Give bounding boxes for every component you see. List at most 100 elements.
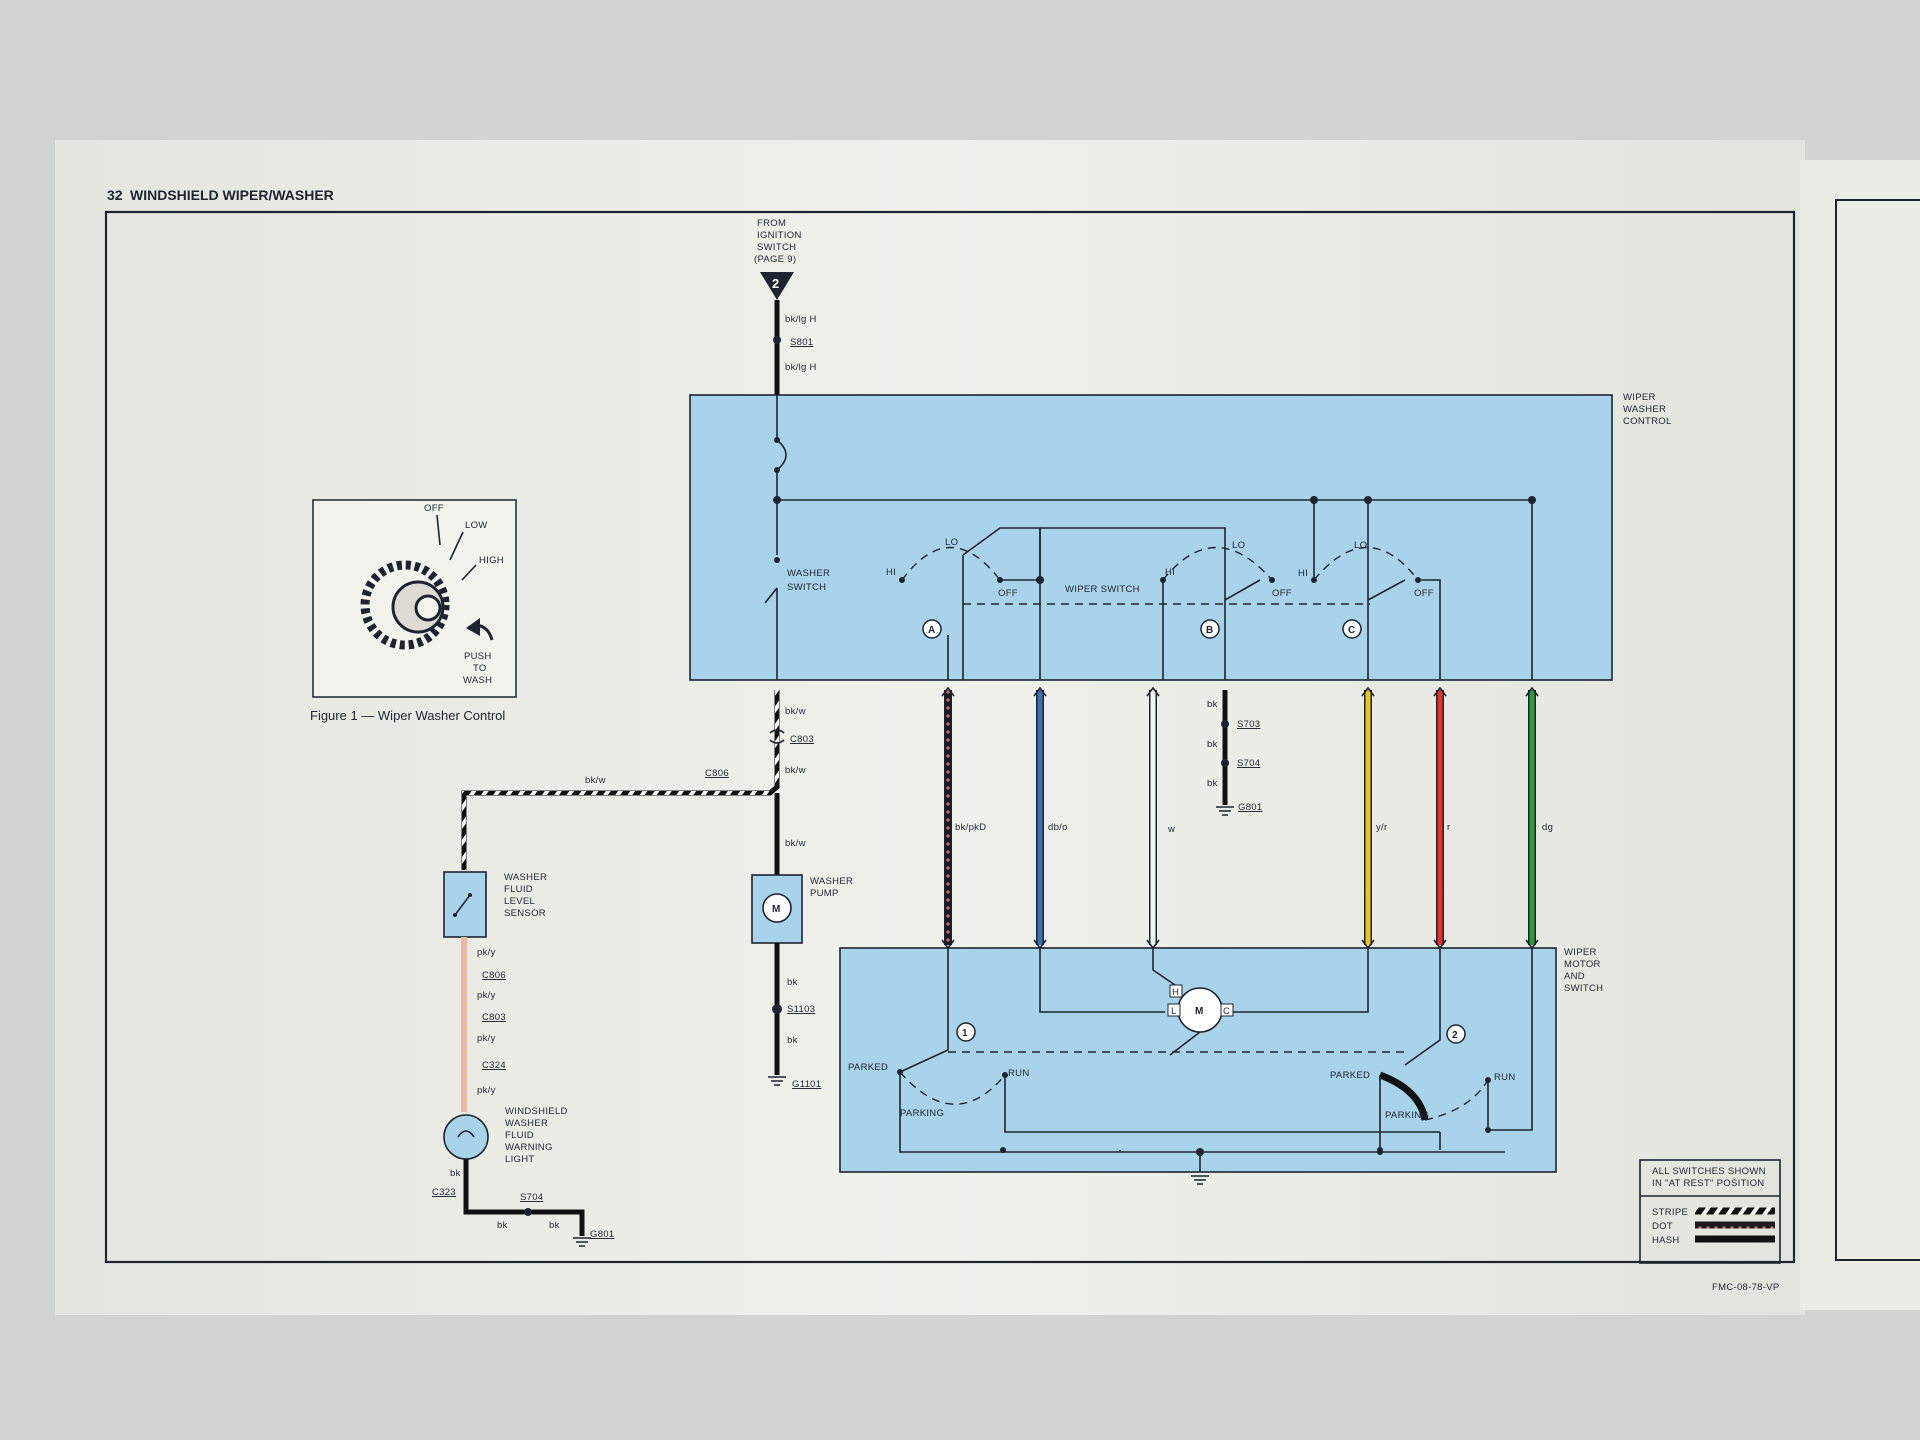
terminal-2-triangle <box>760 272 794 300</box>
svg-text:HI: HI <box>1165 567 1175 578</box>
page-number: 32 <box>107 187 123 203</box>
svg-text:C324: C324 <box>482 1060 506 1071</box>
legend: ALL SWITCHES SHOWN IN "AT REST" POSITION… <box>1639 1159 1781 1264</box>
svg-text:WASH: WASH <box>463 675 492 686</box>
control-knob-gear <box>360 560 450 650</box>
svg-text:LIGHT: LIGHT <box>505 1154 534 1165</box>
svg-text:bk: bk <box>1207 699 1218 710</box>
svg-text:HI: HI <box>1298 568 1308 579</box>
svg-text:bk/w: bk/w <box>785 765 806 776</box>
svg-text:IGNITION: IGNITION <box>757 230 802 241</box>
wire-bklg-1: bk/lg H <box>785 314 817 325</box>
svg-text:bk/w: bk/w <box>785 838 806 849</box>
washer-switch-label: WASHER <box>787 568 830 579</box>
diagram-frame <box>104 210 1796 1264</box>
svg-text:OFF: OFF <box>998 588 1018 599</box>
ignition-source: FROM IGNITION SWITCH (PAGE 9) 2 <box>754 218 802 300</box>
figure-caption: Figure 1 — Wiper Washer Control <box>310 708 505 723</box>
svg-text:S704: S704 <box>1237 758 1260 769</box>
svg-text:DOT: DOT <box>1652 1221 1673 1232</box>
control-label: WIPER <box>1623 392 1656 403</box>
switch-c-badge <box>1342 619 1362 639</box>
washer-fluid-warning-light <box>443 1114 489 1160</box>
section-title: WINDSHIELD WIPER/WASHER <box>130 187 334 203</box>
wire-r: r <box>1447 822 1450 833</box>
wire-dbo: db/o <box>1048 822 1068 833</box>
svg-text:LOW: LOW <box>465 520 488 531</box>
svg-text:bk: bk <box>787 1035 798 1046</box>
svg-text:S703: S703 <box>1237 719 1260 730</box>
wire-bkpkd: bk/pkD <box>955 822 986 833</box>
svg-text:A: A <box>928 625 936 636</box>
svg-text:S1103: S1103 <box>787 1004 815 1015</box>
svg-text:LO: LO <box>1232 540 1245 551</box>
svg-text:PARKED: PARKED <box>848 1062 888 1073</box>
harness-wire-r-connector-top <box>1433 686 1447 697</box>
svg-text:2: 2 <box>1452 1030 1458 1041</box>
svg-text:M: M <box>1195 1006 1204 1017</box>
svg-text:2: 2 <box>772 276 780 291</box>
svg-text:IN "AT REST" POSITION: IN "AT REST" POSITION <box>1652 1178 1764 1189</box>
wiper-motor-and-switch-box <box>839 947 1557 1173</box>
svg-text:bk: bk <box>450 1168 461 1179</box>
svg-text:pk/y: pk/y <box>477 947 496 958</box>
wire-yr: y/r <box>1376 822 1387 833</box>
inset-figure: OFF LOW HIGH PUSH TO WASH <box>312 499 517 698</box>
svg-text:C803: C803 <box>790 734 814 745</box>
switch-a-badge <box>922 619 942 639</box>
svg-text:HI: HI <box>886 567 896 578</box>
svg-text:C806: C806 <box>705 768 729 779</box>
svg-text:WIPER: WIPER <box>1564 947 1597 958</box>
svg-text:OFF: OFF <box>1414 588 1434 599</box>
svg-text:MOTOR: MOTOR <box>1564 959 1601 970</box>
svg-text:C: C <box>1348 625 1356 636</box>
svg-text:bk/w: bk/w <box>785 706 806 717</box>
svg-text:S704: S704 <box>520 1192 543 1203</box>
svg-text:SWITCH: SWITCH <box>1564 983 1603 994</box>
svg-text:M: M <box>772 904 781 915</box>
svg-text:bk: bk <box>787 977 798 988</box>
harness-wire-yr-connector-top <box>1361 686 1375 697</box>
svg-text:1: 1 <box>962 1028 968 1039</box>
svg-text:pk/y: pk/y <box>477 990 496 1001</box>
svg-text:HASH: HASH <box>1652 1235 1680 1246</box>
svg-text:SENSOR: SENSOR <box>504 908 546 919</box>
svg-text:RUN: RUN <box>1008 1068 1029 1079</box>
wire-dg: dg <box>1542 822 1553 833</box>
svg-text:G801: G801 <box>590 1229 614 1240</box>
svg-text:B: B <box>1206 625 1214 636</box>
harness-wire-w-connector-top <box>1146 686 1160 697</box>
svg-text:WASHER: WASHER <box>505 1118 548 1129</box>
svg-text:H: H <box>1172 987 1179 998</box>
next-page-sheet <box>1800 160 1920 1310</box>
svg-text:AND: AND <box>1564 971 1585 982</box>
svg-text:bk: bk <box>1207 778 1218 789</box>
svg-text:pk/y: pk/y <box>477 1085 496 1096</box>
washer-fluid-level-sensor <box>443 871 487 938</box>
svg-text:FLUID: FLUID <box>504 884 533 895</box>
washer-switch-blade <box>764 587 778 604</box>
svg-text:WASHER: WASHER <box>1623 404 1666 415</box>
svg-text:FROM: FROM <box>757 218 786 229</box>
svg-text:TO: TO <box>473 663 487 674</box>
svg-text:(PAGE 9): (PAGE 9) <box>754 254 796 265</box>
wiper-switch-label: WIPER SWITCH <box>1065 584 1140 595</box>
svg-text:bk: bk <box>549 1220 560 1231</box>
svg-text:LEVEL: LEVEL <box>504 896 535 907</box>
harness-wire-dg-connector-top <box>1525 686 1539 697</box>
harness-wire-bkpkd-connector-top <box>941 686 955 697</box>
svg-text:SWITCH: SWITCH <box>757 242 796 253</box>
wire-w: w <box>1167 824 1175 835</box>
switch-b-badge <box>1200 619 1220 639</box>
svg-text:C323: C323 <box>432 1187 456 1198</box>
svg-text:L: L <box>1171 1006 1177 1017</box>
svg-text:OFF: OFF <box>424 503 444 514</box>
svg-text:C803: C803 <box>482 1012 506 1023</box>
footer-code: FMC-08-78-VP <box>1712 1282 1779 1293</box>
svg-text:WARNING: WARNING <box>505 1142 553 1153</box>
svg-text:WASHER: WASHER <box>504 872 547 883</box>
svg-text:HIGH: HIGH <box>479 555 504 566</box>
svg-text:G1101: G1101 <box>792 1079 821 1090</box>
svg-text:bk: bk <box>1207 739 1218 750</box>
